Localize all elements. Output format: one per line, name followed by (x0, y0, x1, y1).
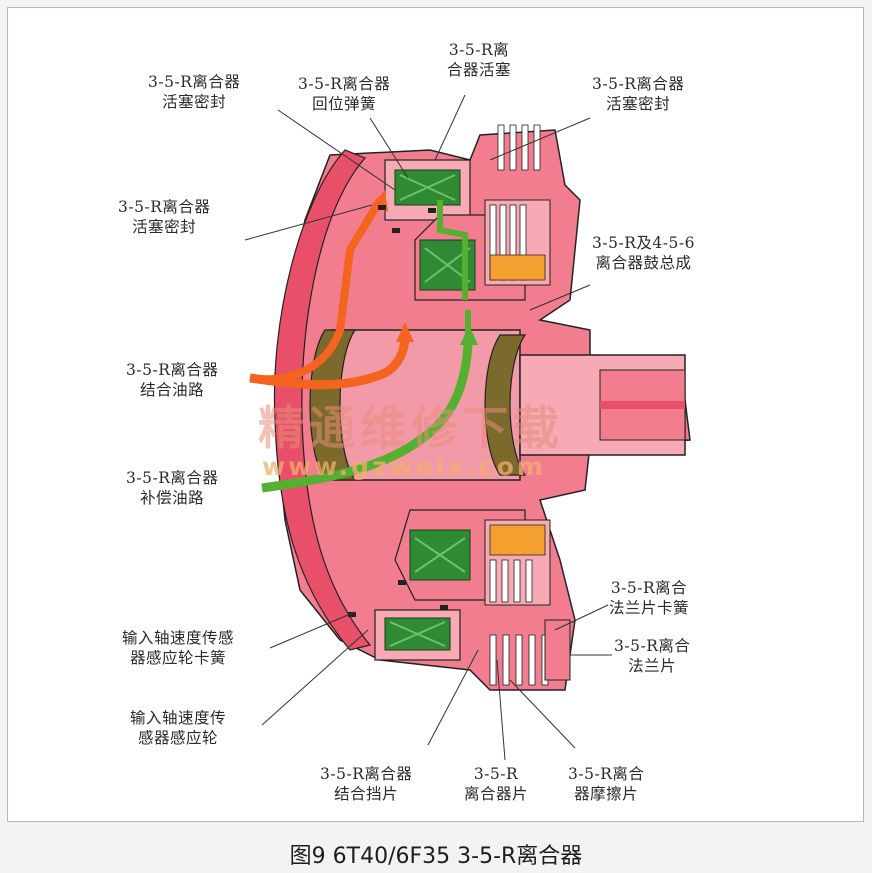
upper-clutch-pack (484, 199, 551, 286)
right-hub (484, 334, 527, 476)
label-sensor-reluctor-snap-ring: 输入轴速度传感 器感应轮卡簧 (122, 629, 235, 667)
leader-lines (244, 94, 612, 761)
outer-shell (273, 149, 372, 651)
label-apply-passage: 3-5-R离合器 结合油路 (126, 361, 219, 399)
lower-clutch-pack (484, 519, 551, 606)
backing-plate (544, 619, 571, 681)
label-clutch-plate: 3-5-R 离合器片 (464, 765, 529, 803)
figure-caption: 图9 6T40/6F35 3-5-R离合器 (289, 844, 583, 869)
label-sensor-reluctor: 输入轴速度传 感器感应轮 (130, 709, 227, 747)
label-backing-snap-ring: 3-5-R离合 法兰片卡簧 (609, 579, 690, 617)
label-piston-seal-left: 3-5-R离合器 活塞密封 (118, 198, 211, 236)
seal-marks (348, 205, 448, 617)
label-apply-plate: 3-5-R离合器 结合挡片 (320, 765, 413, 803)
label-backing-plate: 3-5-R离合 法兰片 (614, 637, 691, 675)
watermark-cn: 精通维修下载 (258, 401, 564, 455)
label-piston-seal-top-right: 3-5-R离合器 活塞密封 (592, 75, 685, 113)
label-friction-plate: 3-5-R离合 器摩擦片 (568, 765, 645, 803)
label-piston: 3-5-R离 合器活塞 (447, 41, 512, 79)
label-drum-assembly: 3-5-R及4-5-6 离合器鼓总成 (592, 234, 695, 272)
left-hub (309, 329, 357, 481)
compensator-oil-arrow (460, 325, 478, 345)
apply-oil-arrow-1 (396, 322, 414, 342)
apply-oil-passage (249, 334, 410, 390)
watermark-url: www.gzweix.com (262, 452, 546, 481)
label-piston-seal-top-left: 3-5-R离合器 活塞密封 (148, 73, 241, 111)
label-compensator-passage: 3-5-R离合器 补偿油路 (126, 469, 219, 507)
compensator-oil-passage (261, 344, 473, 493)
label-return-spring: 3-5-R离合器 回位弹簧 (298, 75, 391, 113)
top-clutch-plates (497, 124, 541, 171)
